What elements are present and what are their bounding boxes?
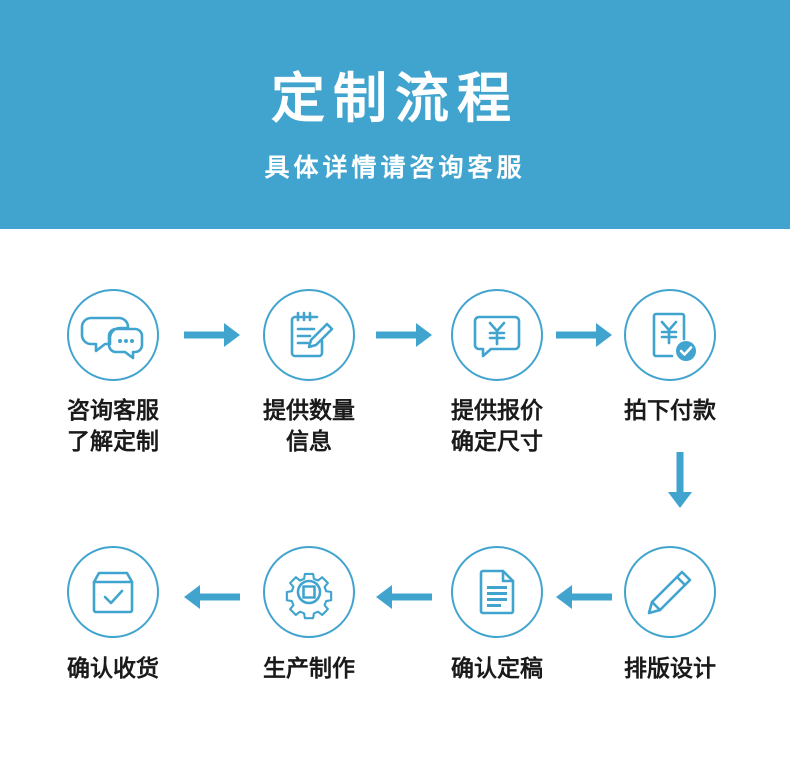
step-1-circle [67, 289, 159, 381]
notepad-pen-icon [290, 311, 334, 358]
arrow-right-icon [376, 323, 432, 347]
pencil-icon [647, 570, 692, 615]
page-title: 定制流程 [271, 67, 519, 130]
arrow-left-icon [184, 585, 240, 609]
step-3-circle [451, 289, 543, 381]
step-6-label: 确认定稿 [451, 656, 543, 682]
box-check-icon [92, 571, 134, 614]
step-2-circle [263, 289, 355, 381]
arrow-down-icon [668, 452, 692, 508]
step-7-circle [263, 546, 355, 638]
step-2-label: 提供数量信息 [263, 398, 355, 455]
chat-bubbles-icon [80, 316, 144, 360]
step-5-label: 排版设计 [624, 656, 716, 682]
step-8-label: 确认收货 [67, 656, 159, 682]
step-6-circle [451, 546, 543, 638]
step-4-label: 拍下付款 [624, 398, 716, 424]
step-1-label: 咨询客服了解定制 [67, 398, 159, 455]
step-5-circle [624, 546, 716, 638]
step-8-circle [67, 546, 159, 638]
yen-document-check-icon [652, 312, 696, 361]
step-4-circle [624, 289, 716, 381]
document-lines-icon [479, 569, 515, 615]
page-subtitle: 具体详情请咨询客服 [264, 153, 526, 182]
step-3-label: 提供报价确定尺寸 [451, 398, 543, 455]
step-7-label: 生产制作 [263, 656, 355, 682]
header-banner: 定制流程 具体详情请咨询客服 [0, 0, 790, 229]
yen-speech-bubble-icon [473, 315, 521, 358]
arrow-right-icon [184, 323, 240, 347]
arrow-right-icon [556, 323, 612, 347]
arrow-left-icon [556, 585, 612, 609]
arrow-left-icon [376, 585, 432, 609]
gear-icon [285, 572, 333, 620]
